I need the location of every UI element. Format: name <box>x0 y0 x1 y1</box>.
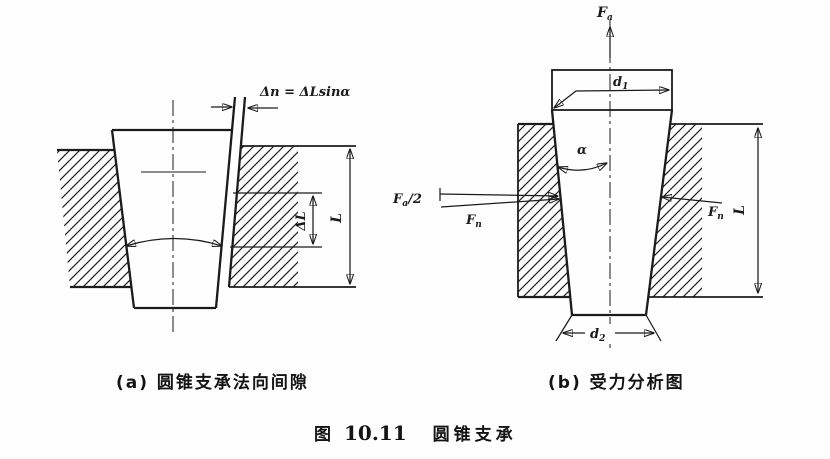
deltaL-label: ΔL <box>294 211 309 231</box>
cone-right-edge-b <box>644 109 674 316</box>
caption-subfigure-a: (a) 圆锥支承法向间隙 <box>116 373 309 393</box>
housing-right-hatch-b <box>648 124 702 297</box>
d2-extension-left <box>555 314 573 342</box>
housing-right-hatch-a <box>229 146 298 287</box>
diagram-a-conical-support-clearance: Δn = ΔLsinα ΔL L <box>57 85 356 332</box>
d1-label: d1 <box>613 75 628 92</box>
L-label-b: L <box>732 205 748 216</box>
cone-left-edge-b <box>550 109 574 316</box>
Fn-left-label: Fn <box>465 213 482 230</box>
shaft-top-journal <box>551 69 673 111</box>
diagram-b-force-analysis: Fa d1 α Fa/2 Fn Fn L d2 <box>392 5 763 348</box>
delta-n-formula-label: Δn = ΔLsinα <box>259 85 350 100</box>
L-label-a: L <box>329 213 345 224</box>
d2-extension-right <box>645 314 662 342</box>
figure-title-number: 10.11 <box>344 421 407 445</box>
Fa-label: Fa <box>596 5 613 23</box>
figure-title-text: 圆锥支承 <box>432 425 517 445</box>
Fn-left-force-arrow <box>440 199 559 208</box>
Fa-half-force-arrow <box>439 194 558 196</box>
alpha-angle-arc <box>558 163 607 170</box>
swivel-arc-arrow-a <box>126 237 222 247</box>
d1-dimension-line <box>554 90 669 108</box>
alpha-label: α <box>577 143 587 158</box>
cone-left-edge-a <box>110 129 136 309</box>
housing-left-hatch-a <box>57 150 132 287</box>
Fn-right-label: Fn <box>707 205 724 222</box>
figure-title: 图 10.11 圆锥支承 <box>314 420 517 445</box>
d2-label: d2 <box>590 327 605 344</box>
caption-subfigure-b: (b) 受力分析图 <box>548 373 685 393</box>
Fn-right-force-arrow <box>662 197 723 204</box>
cone-right-edge-a <box>214 96 237 309</box>
figure-title-prefix: 图 <box>314 425 331 445</box>
Fa-half-label: Fa/2 <box>392 192 422 209</box>
d2-label-backing <box>585 324 615 341</box>
housing-bore-edge-a <box>227 96 247 288</box>
